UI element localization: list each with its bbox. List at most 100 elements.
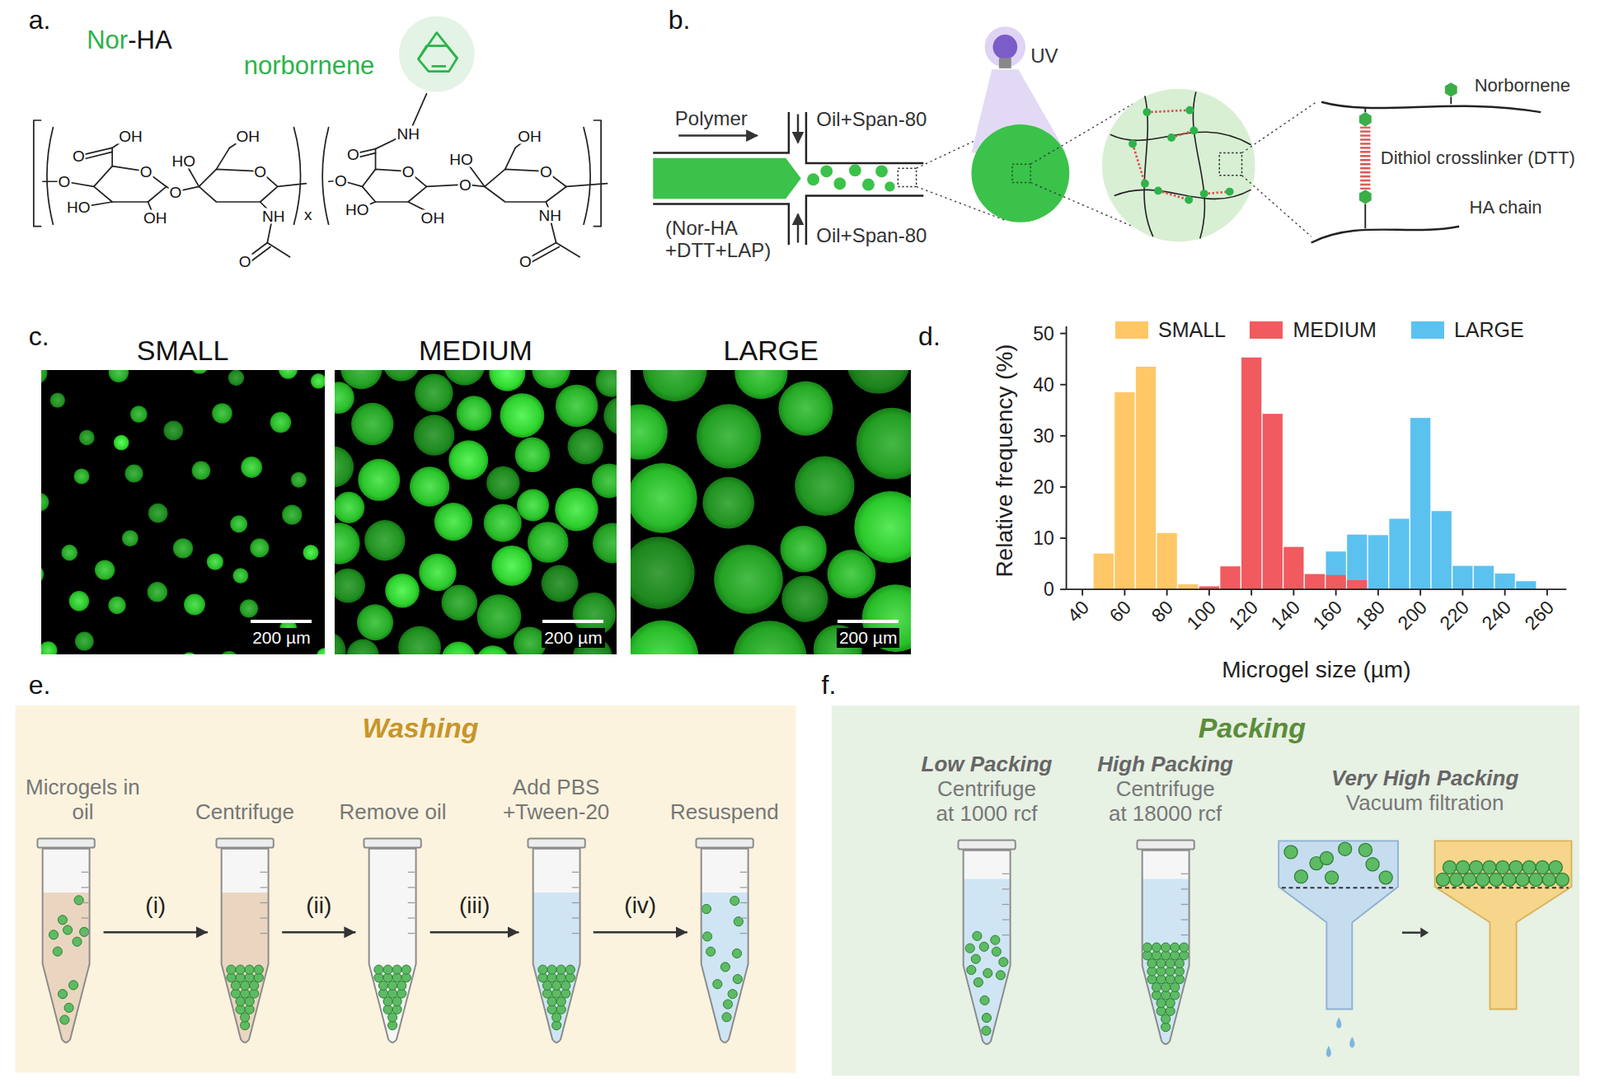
tube-shape: Add PBS +Tween-20 bbox=[525, 836, 587, 1047]
microfluidic-chip-part-part bbox=[884, 181, 895, 192]
crosslink-detail-part bbox=[1449, 97, 1452, 105]
microgel bbox=[183, 594, 206, 616]
tube-drawing-part-part bbox=[79, 927, 90, 937]
atom-label: O bbox=[458, 176, 473, 193]
microfluidic-chip-part-part bbox=[820, 164, 833, 178]
tube-drawing-part bbox=[260, 886, 268, 888]
label-wrap: 220 bbox=[1435, 595, 1474, 634]
tube-drawing-part-part bbox=[991, 947, 1001, 957]
tube-drawing-part-part bbox=[990, 935, 1000, 945]
microgel-network-part-part bbox=[1132, 143, 1145, 183]
tick-mark bbox=[1419, 589, 1422, 596]
microgel bbox=[239, 599, 258, 618]
label-wrap: norbornene bbox=[243, 51, 376, 82]
tube-drawing-part-part bbox=[727, 989, 737, 999]
histogram-bar bbox=[1388, 518, 1409, 590]
chemical-structure-part bbox=[267, 222, 272, 244]
tube-drawing-part-part bbox=[965, 943, 975, 953]
edge-label-wrap: (iii) bbox=[457, 892, 492, 920]
tube-drawing-part bbox=[81, 933, 90, 934]
tick-label: 240 bbox=[1478, 595, 1516, 634]
panel-backgrounds-part bbox=[831, 705, 1580, 1076]
microgel bbox=[794, 456, 855, 517]
label-wrap: HO bbox=[448, 151, 474, 168]
microgel bbox=[334, 492, 365, 524]
label-wrap: OH bbox=[420, 209, 446, 226]
tube-drawing-part bbox=[215, 838, 273, 848]
tube-drawing-part bbox=[1180, 888, 1188, 890]
funnel-drawing-part bbox=[1555, 873, 1569, 887]
microgel-network-part bbox=[1110, 91, 1252, 239]
protocol-panel: WashingMicrogels in oilCentrifugeRemove … bbox=[15, 705, 797, 1073]
tube-drawing-part bbox=[221, 848, 269, 1042]
heading-wrap: Add PBS +Tween-20 bbox=[490, 775, 623, 826]
funnel-drawing-part bbox=[1522, 861, 1536, 875]
histogram-bar bbox=[1093, 553, 1114, 590]
tube-drawing-part-part bbox=[53, 947, 63, 957]
chemical-structure-part bbox=[593, 120, 601, 227]
chemical-structure-part bbox=[412, 93, 427, 127]
tube-drawing-part bbox=[963, 850, 1011, 1045]
histogram-bar bbox=[1135, 366, 1156, 590]
polymer-name: Nor bbox=[86, 26, 128, 57]
tube-drawing-part bbox=[81, 871, 90, 873]
microgel bbox=[702, 477, 755, 530]
label-wrap: O bbox=[458, 176, 473, 193]
label-wrap: c. bbox=[28, 321, 50, 352]
tick-mark bbox=[1060, 384, 1066, 386]
microgel bbox=[180, 652, 198, 656]
label-wrap: 180 bbox=[1351, 595, 1389, 634]
tube-drawing-part bbox=[226, 965, 264, 1031]
microgel-network-part-part bbox=[1200, 189, 1209, 198]
tick-label: 140 bbox=[1266, 595, 1305, 634]
microgel-network-part-part bbox=[1192, 91, 1205, 239]
microgel bbox=[334, 446, 354, 488]
label-wrap: UV bbox=[1030, 44, 1058, 68]
tube-drawing-part-part bbox=[980, 995, 990, 1005]
histogram-bar bbox=[1241, 357, 1262, 590]
tube-drawing-part-part bbox=[60, 1015, 70, 1025]
tube-drawing-part bbox=[374, 965, 412, 1031]
label-wrap: O bbox=[238, 253, 253, 269]
tube-drawing-part bbox=[1136, 840, 1194, 850]
panel-backgrounds-part bbox=[15, 705, 797, 1073]
microfluidic-chip-part-part bbox=[807, 173, 820, 186]
microfluidic-chip-part bbox=[678, 134, 757, 137]
microgel bbox=[269, 412, 291, 433]
tube-drawing bbox=[214, 836, 276, 1047]
funnel-drawing-part bbox=[1455, 861, 1469, 875]
microfluidic-chip-part bbox=[797, 114, 799, 144]
microgel bbox=[398, 626, 442, 655]
tube-drawing-part-part bbox=[393, 965, 403, 975]
norbornene-icon-part bbox=[398, 16, 475, 93]
label-wrap: x bbox=[303, 206, 314, 222]
microgel bbox=[357, 459, 400, 502]
tube-drawing-part-part bbox=[374, 965, 384, 975]
tick-label: 60 bbox=[1105, 595, 1136, 627]
panel-heading: Packing bbox=[1198, 712, 1306, 745]
tick-mark bbox=[1504, 589, 1507, 596]
tube-drawing-part bbox=[571, 917, 579, 919]
tube-drawing-part-part bbox=[720, 961, 730, 972]
microgel bbox=[476, 645, 510, 655]
atom-label: NH bbox=[395, 126, 420, 142]
tube-drawing-part bbox=[81, 886, 90, 888]
tick-label: 40 bbox=[1032, 374, 1055, 396]
histogram-bar bbox=[1473, 566, 1494, 591]
funnel-drawing-part bbox=[1489, 873, 1503, 887]
microgel bbox=[172, 538, 193, 559]
tube-drawing-part bbox=[1002, 888, 1010, 890]
scale-bar bbox=[542, 619, 604, 624]
funnel-drawing-part bbox=[1434, 841, 1572, 1010]
funnel-drawing-part bbox=[1435, 873, 1450, 887]
label-wrap: 80 bbox=[1147, 595, 1178, 627]
axis-title: Relative frequency (%) bbox=[991, 344, 1019, 578]
microgel bbox=[856, 408, 912, 480]
tube-drawing-part-part bbox=[971, 954, 981, 964]
atom-label: O bbox=[539, 163, 554, 179]
funnel-drawing-part bbox=[1402, 932, 1421, 934]
crosslink-detail-part bbox=[1359, 112, 1372, 127]
filtration-group: Very High PackingVacuum filtration bbox=[1273, 766, 1577, 1066]
microgel bbox=[456, 395, 493, 432]
funnel-drawing-part bbox=[1437, 887, 1568, 890]
